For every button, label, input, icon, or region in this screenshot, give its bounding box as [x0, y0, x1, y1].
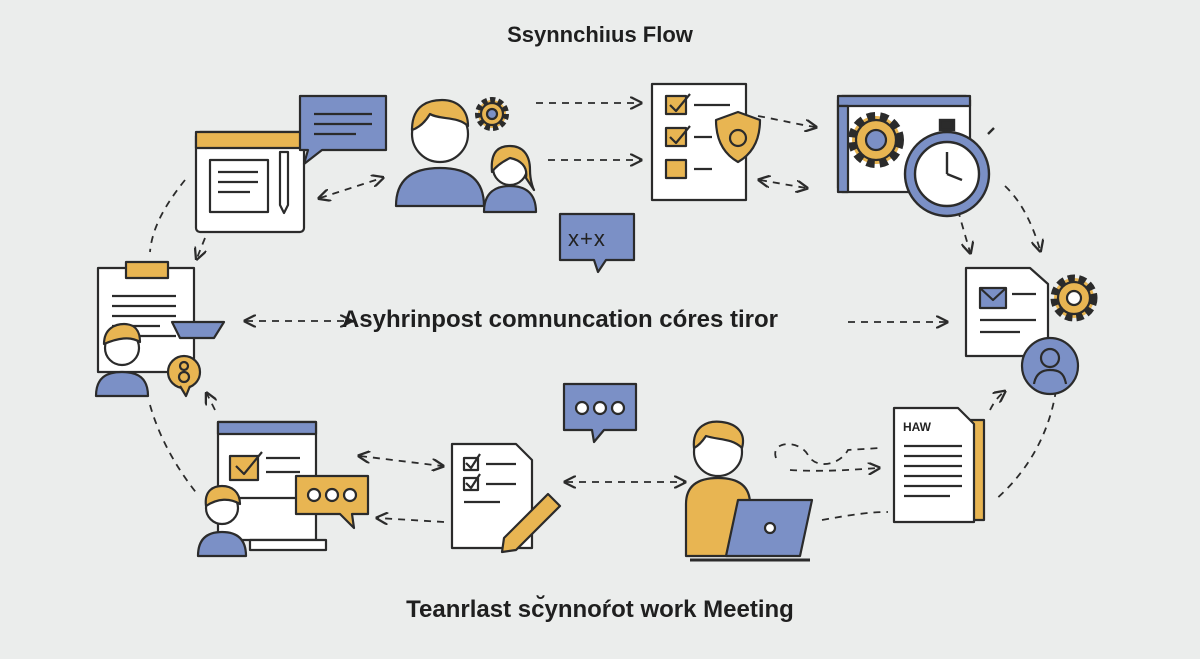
stopwatch-icon [903, 118, 995, 218]
mail-document-icon [964, 266, 1050, 358]
profile-avatar-icon [1020, 336, 1080, 396]
flow-title-top: Ssynnchiıus Flow [507, 22, 693, 47]
arrow-checklist-timer-2 [760, 180, 806, 188]
arrow-left-arc-bottom [149, 404, 199, 496]
flow-title-bottom: Teanrlast sc̆ynnoŕot work Meeting [406, 596, 794, 623]
arrow-left-arc-top-head [197, 237, 205, 258]
chat-bubble-dots-icon [562, 382, 638, 444]
checklist-document-icon [650, 82, 762, 202]
speech-bubble-lines-icon [298, 94, 388, 166]
checklist-pencil-icon [450, 442, 562, 554]
chat-bubble-x-icon [558, 212, 636, 274]
arrow-squiggle-2 [789, 468, 878, 471]
arrow-right-arc-up [989, 392, 1004, 411]
clipboard-person-icon [94, 260, 226, 398]
gear-icon [475, 97, 509, 131]
arrow-bottom-left-2 [378, 518, 445, 522]
settings-gear-icon [1050, 274, 1098, 322]
arrow-checklist-timer [757, 115, 815, 127]
speech-bubble-dots-orange-icon [294, 474, 370, 530]
arrow-laptop-to-doc [821, 511, 889, 521]
document-heading-label: HAW [903, 420, 931, 434]
connector-arrows [149, 103, 1057, 522]
report-document-icon [892, 406, 986, 524]
arrow-doc-team [320, 178, 382, 198]
person-laptop-icon [684, 420, 814, 562]
document-editor-icon [194, 130, 306, 234]
arrow-left-arc-top [149, 179, 186, 253]
arrow-timer-down-2 [1004, 185, 1040, 250]
team-people-icon [394, 98, 538, 214]
chat-bubble-label: x+x [568, 226, 606, 251]
arrow-squiggle [774, 443, 881, 465]
arrow-bottom-left-1 [360, 456, 442, 466]
arrow-timer-down-1 [957, 209, 970, 252]
flow-title-middle: Asyhrinpost comnuncation córes tiror [341, 306, 779, 333]
arrow-left-arc-bottom-head [207, 394, 215, 411]
arrow-right-arc-down [994, 389, 1057, 501]
